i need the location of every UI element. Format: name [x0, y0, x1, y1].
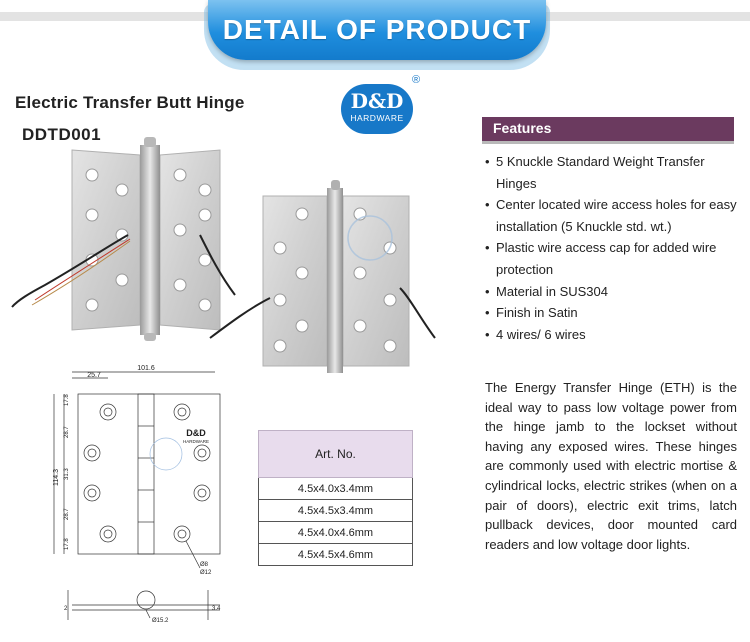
dim-seg4: 28.7	[64, 508, 70, 520]
dim-seg5: 17.8	[64, 538, 70, 550]
article-table-header: Art. No.	[258, 430, 413, 478]
feature-item: 4 wires/ 6 wires	[480, 324, 740, 346]
dim-left-total: 114.3	[53, 469, 60, 486]
feature-item: Plastic wire access cap for added wire p…	[480, 237, 740, 280]
product-name: Electric Transfer Butt Hinge	[15, 93, 245, 112]
table-row: 4.5x4.0x4.6mm	[258, 522, 413, 544]
table-row: 4.5x4.0x3.4mm	[258, 478, 413, 500]
hinge-photo-flat	[209, 180, 436, 373]
dim-top: 25.7	[87, 372, 101, 379]
dim-seg3: 31.3	[64, 468, 70, 480]
hinge-technical-drawing: 101.6 25.7 114.3 17.8 28.7 31.3 28.7 17.…	[53, 365, 221, 624]
dim-seg2: 28.7	[64, 426, 70, 438]
table-row: 4.5x4.5x3.4mm	[258, 500, 413, 522]
feature-item: 5 Knuckle Standard Weight Transfer Hinge…	[480, 151, 740, 194]
features-heading: Features	[493, 120, 552, 136]
feature-item: Center located wire access holes for eas…	[480, 194, 740, 237]
hinge-photo-open	[11, 137, 236, 341]
dim-seg1: 17.8	[64, 394, 70, 406]
dim-knuckle-dia: Ø15.2	[152, 618, 169, 624]
brand-logo: D&D HARDWARE	[341, 84, 413, 134]
dim-side-left: 2	[64, 606, 68, 612]
features-heading-bar: Features	[482, 117, 734, 144]
brand-logo-text: D&D	[350, 89, 404, 113]
dim-hole-dia2: Ø12	[200, 570, 212, 576]
dim-hole-dia: Ø8	[200, 562, 209, 568]
dim-side-right: 3.4	[212, 606, 221, 612]
table-row: 4.5x4.5x4.6mm	[258, 544, 413, 566]
registered-mark: ®	[412, 74, 421, 86]
feature-item: Material in SUS304	[480, 281, 740, 303]
product-description: The Energy Transfer Hinge (ETH) is the i…	[485, 380, 737, 552]
brand-logo-sub: HARDWARE	[350, 113, 404, 123]
article-table: Art. No. 4.5x4.0x3.4mm 4.5x4.5x3.4mm 4.5…	[258, 430, 413, 566]
features-list: 5 Knuckle Standard Weight Transfer Hinge…	[480, 151, 740, 345]
banner-title: DETAIL OF PRODUCT	[222, 14, 532, 45]
stamp-brand: D&D	[186, 428, 206, 438]
product-model: DDTD001	[22, 125, 102, 144]
dim-width: 101.6	[137, 365, 155, 372]
section-banner: DETAIL OF PRODUCT	[208, 0, 546, 60]
feature-item: Finish in Satin	[480, 302, 740, 324]
stamp-sub: HARDWARE	[183, 439, 209, 444]
